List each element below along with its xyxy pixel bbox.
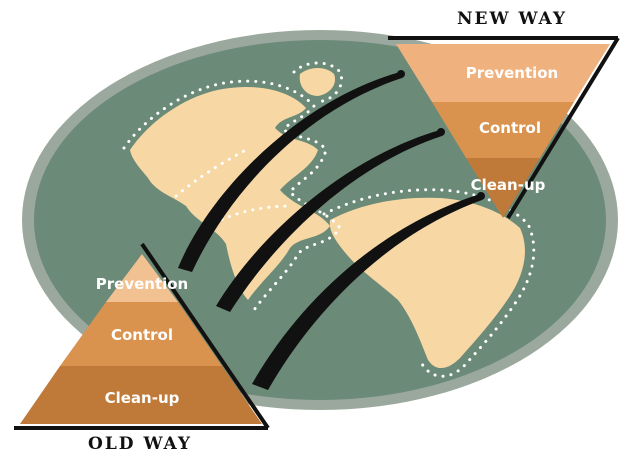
route-eurasia-outline (122, 79, 342, 312)
old-way-tier-2 (60, 302, 222, 366)
old-way-pyramid: Prevention Control Clean-up OLD WAY (14, 242, 270, 454)
old-way-title: OLD WAY (88, 434, 192, 454)
old-way-tier-3-label: Clean-up (105, 389, 180, 407)
new-way-title: NEW WAY (457, 9, 567, 29)
arrow-prevention-head (397, 70, 405, 78)
route-south-outline (322, 188, 536, 378)
continent-south (329, 197, 525, 369)
arrow-cleanup (252, 194, 482, 390)
new-way-tier-2 (432, 102, 574, 158)
arrow-prevention (178, 72, 402, 272)
new-way-tier-1-label: Prevention (466, 64, 559, 82)
continent-island (299, 68, 336, 96)
old-way-tier-2-label: Control (111, 326, 173, 344)
new-way-pyramid: Prevention Control Clean-up NEW WAY (388, 9, 620, 220)
arrow-cleanup-head (477, 192, 485, 200)
new-way-tier-3-label: Clean-up (471, 176, 546, 194)
old-way-edge-right (140, 242, 270, 430)
arrow-control-head (437, 128, 445, 136)
old-way-tier-1-label: Prevention (96, 275, 189, 293)
route-island-outline (292, 61, 343, 104)
old-way-tier-3 (20, 366, 262, 424)
new-way-tier-2-label: Control (479, 119, 541, 137)
new-way-edge-right (506, 36, 620, 220)
arrow-control (216, 130, 442, 312)
arrows (178, 70, 485, 390)
old-way-tier-1 (106, 254, 178, 302)
new-way-tier-1 (396, 44, 610, 102)
new-way-tier-3 (466, 158, 540, 218)
